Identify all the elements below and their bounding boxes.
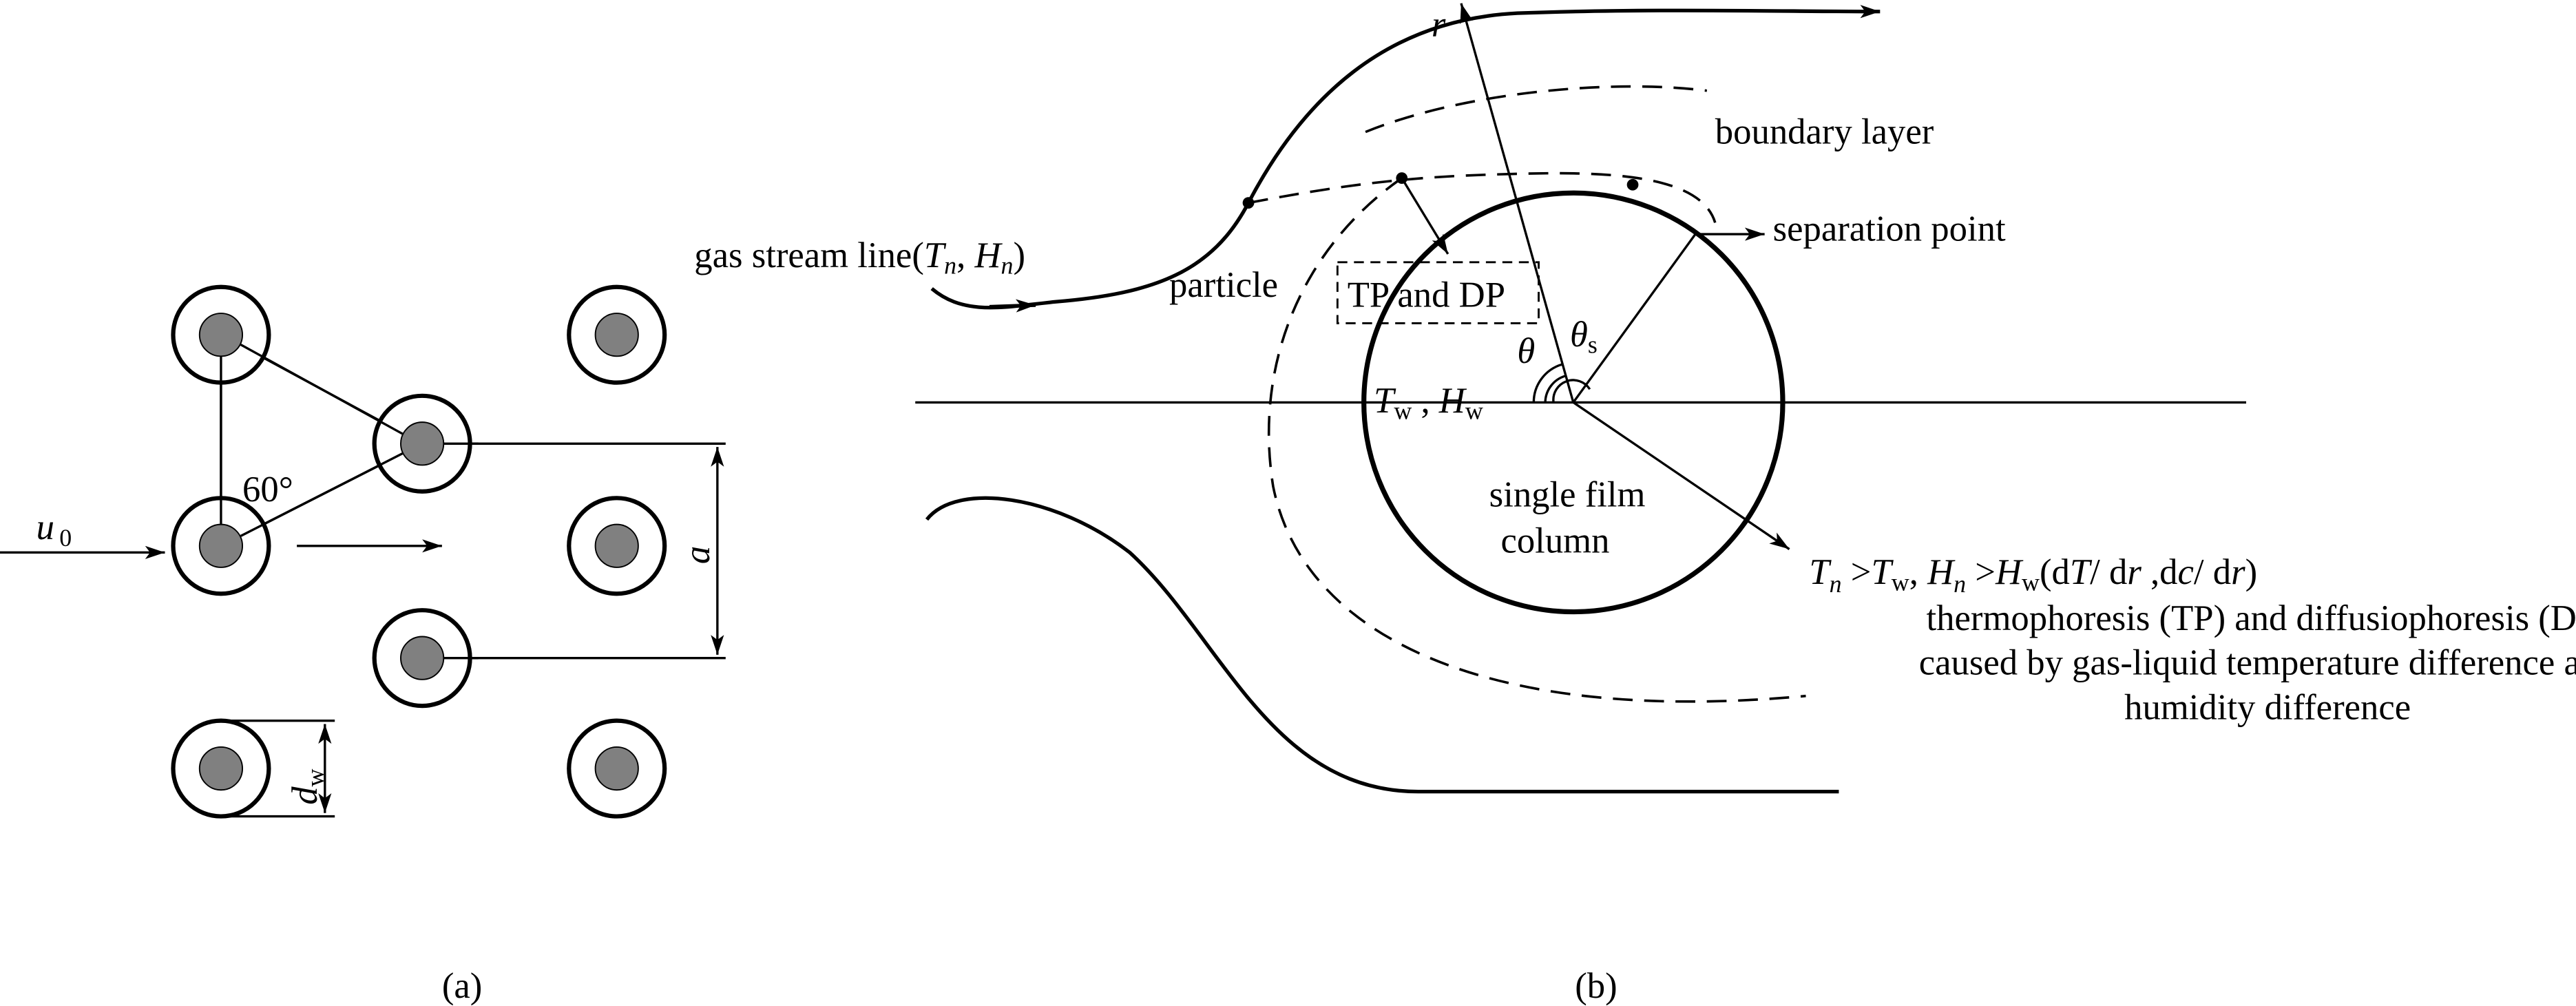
boundary-layer-outer [1365, 85, 1708, 134]
tube [171, 718, 271, 819]
column-label-line2: column [1500, 521, 1609, 560]
radial-axis [1460, 3, 1575, 403]
diameter-label: dw [285, 768, 329, 804]
tp-dp-box [1336, 261, 1540, 324]
tube [567, 718, 667, 819]
theta-label: θ [1517, 331, 1535, 371]
radial-axis-label: r [1432, 5, 1446, 45]
explanation-line: humidity difference [2124, 687, 2411, 727]
lower-streamline [925, 496, 1839, 794]
upper-streamline [930, 5, 1881, 310]
film-column [1361, 190, 1786, 615]
caption-a: (a) [442, 966, 482, 1006]
tp-dp-label: TP and DP [1348, 275, 1505, 315]
particle-trajectory [1248, 171, 1717, 223]
gas-stream-label: gas stream line(Tn, Hn) [694, 235, 1025, 280]
particle-label: particle [1169, 265, 1278, 305]
gradient-arrow [1572, 401, 1790, 550]
particle-arrow [1401, 177, 1449, 255]
panel-b: r TP and DP gas stream line(Tn, Hn) part… [694, 3, 2576, 1006]
angle-label: 60° [242, 470, 293, 510]
caption-b: (b) [1575, 966, 1617, 1006]
theta-arc [1532, 363, 1562, 403]
column-label-line1: single film [1489, 474, 1646, 514]
tube [567, 496, 667, 596]
separation-point-label: separation point [1773, 209, 2006, 249]
gradient-condition: Tn >Tw, Hn >Hw(dT/ dr ,dc/ dr) [1809, 552, 2257, 598]
boundary-layer-line [1268, 177, 1806, 703]
theta-s-label: θs [1570, 315, 1598, 359]
tube-array [171, 284, 667, 819]
particle-dot [1626, 178, 1639, 191]
separation-radius [1572, 233, 1697, 404]
explanation-line: thermophoresis (TP) and diffusiophoresis… [1927, 598, 2576, 638]
tube [567, 284, 667, 385]
wall-conditions-label: Tw , Hw [1374, 381, 1483, 425]
spacing-label: a [678, 546, 718, 564]
particle-dot [1242, 197, 1255, 209]
explanation-line: caused by gas-liquid temperature differe… [1919, 643, 2576, 683]
boundary-layer-label: boundary layer [1715, 112, 1934, 151]
theta-s-arc [1552, 379, 1591, 403]
